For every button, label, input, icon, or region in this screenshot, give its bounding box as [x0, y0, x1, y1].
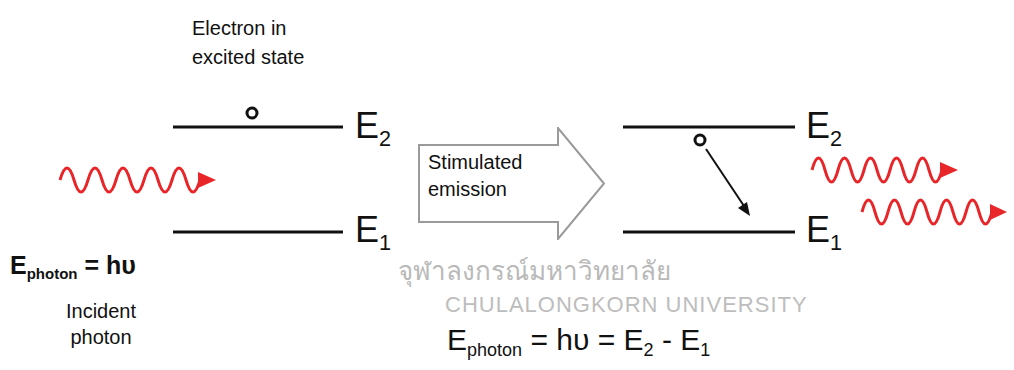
- photon-wave: [60, 168, 200, 192]
- energy-level-label: E1: [355, 208, 391, 251]
- photon-arrowhead: [198, 172, 216, 188]
- energy-level-line: [173, 231, 343, 234]
- photon-arrowhead: [990, 204, 1007, 220]
- photon-wave: [812, 158, 942, 182]
- energy-level-line: [623, 231, 795, 234]
- transition-arrow: [706, 149, 744, 206]
- energy-level-label: E1: [806, 208, 842, 251]
- photon-arrowhead: [940, 162, 958, 178]
- energy-level-line: [173, 126, 343, 129]
- arrow-shape: [419, 128, 604, 239]
- annotation: Electron in excited state: [192, 14, 327, 72]
- annotation: Incident photon: [42, 298, 160, 350]
- equation: Ephoton = hυ: [10, 250, 136, 280]
- energy-level-label: E2: [806, 104, 842, 147]
- electron: [247, 108, 257, 118]
- photon-wave: [862, 200, 992, 224]
- transition-arrowhead: [738, 202, 750, 216]
- watermark: จุฬาลงกรณ์มหาวิทยาลัย: [398, 256, 671, 287]
- electron: [695, 135, 705, 145]
- process-label: Stimulated emission: [428, 149, 578, 203]
- process-arrow: Stimulated emission: [418, 127, 606, 240]
- energy-level-line: [623, 126, 795, 129]
- energy-level-label: E2: [355, 104, 391, 147]
- equation: Ephoton = hυ = E2 - E1: [447, 322, 710, 358]
- watermark: CHULALONGKORN UNIVERSITY: [445, 292, 808, 318]
